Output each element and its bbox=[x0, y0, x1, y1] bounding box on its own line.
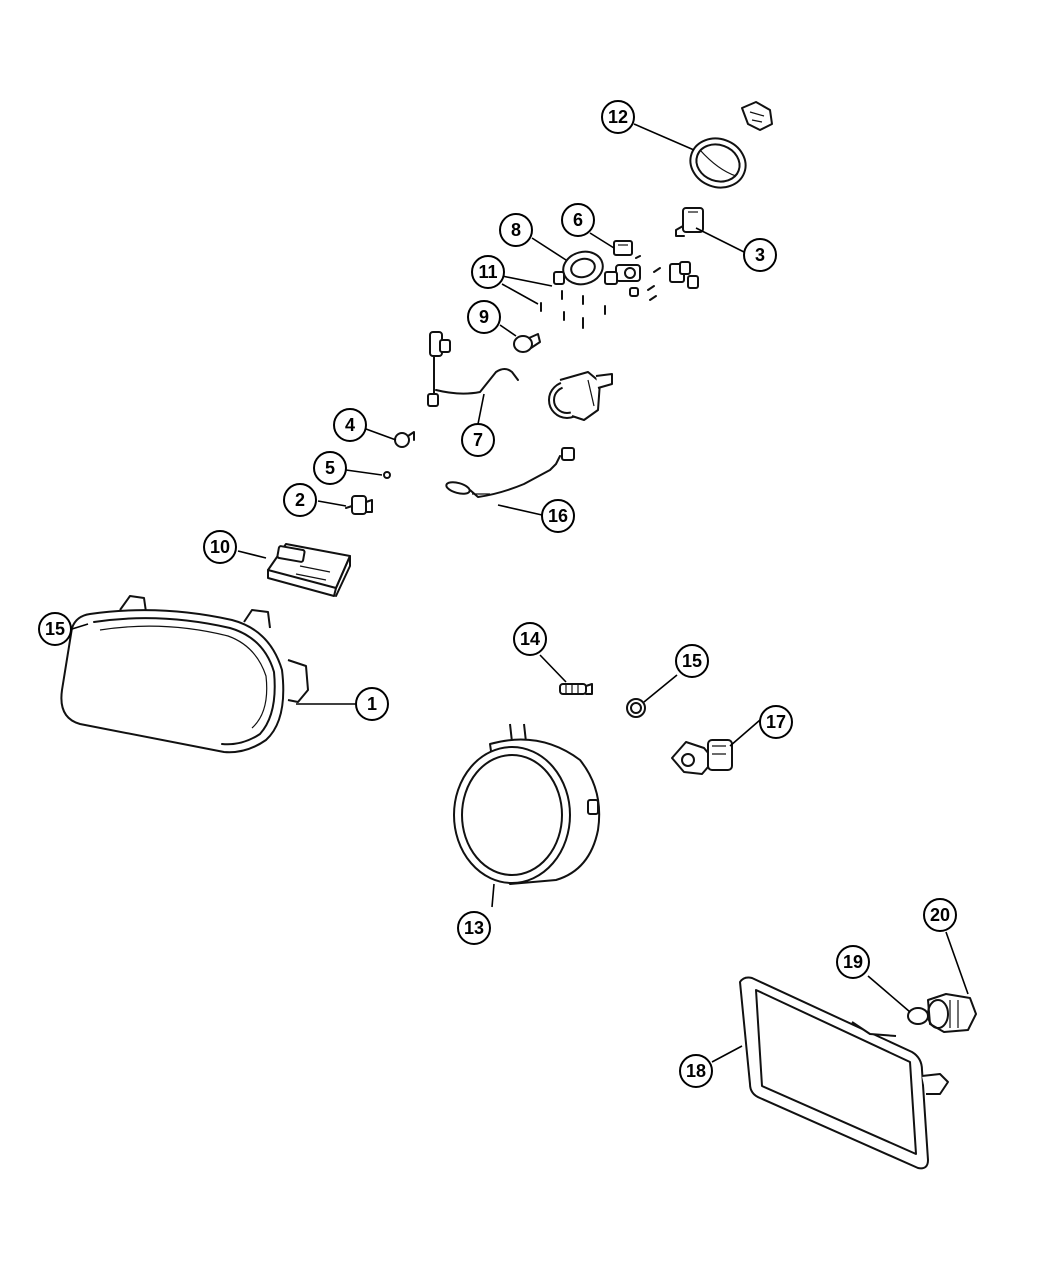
svg-text:20: 20 bbox=[930, 905, 950, 925]
part-15-grommet bbox=[626, 698, 646, 718]
callout-13: 13 bbox=[457, 911, 491, 945]
part-10-ballast bbox=[267, 543, 351, 597]
callout-5: 5 bbox=[313, 451, 347, 485]
svg-text:10: 10 bbox=[210, 537, 230, 557]
callout-16: 16 bbox=[541, 499, 575, 533]
part-11-screws bbox=[540, 290, 606, 329]
callout-18: 18 bbox=[679, 1054, 713, 1088]
callout-3: 3 bbox=[743, 238, 777, 272]
svg-text:1: 1 bbox=[367, 694, 377, 714]
callout-4: 4 bbox=[333, 408, 367, 442]
part-16-wire bbox=[445, 447, 575, 498]
svg-text:13: 13 bbox=[464, 918, 484, 938]
svg-text:11: 11 bbox=[478, 262, 497, 282]
callout-9: 9 bbox=[467, 300, 501, 334]
callout-8: 8 bbox=[499, 213, 533, 247]
svg-text:8: 8 bbox=[511, 220, 521, 240]
svg-text:6: 6 bbox=[573, 210, 583, 230]
callout-15-left: 15 bbox=[38, 612, 72, 646]
part-18-marker-lens bbox=[739, 976, 949, 1170]
svg-text:16: 16 bbox=[548, 506, 568, 526]
svg-text:7: 7 bbox=[473, 430, 483, 450]
part-9-bulb bbox=[513, 333, 541, 353]
part-14-bulb bbox=[559, 683, 593, 695]
svg-text:15: 15 bbox=[682, 651, 702, 671]
part-1-headlamp bbox=[60, 595, 309, 754]
part-20-socket bbox=[927, 993, 977, 1033]
part-19-bulb bbox=[907, 1007, 929, 1025]
part-4-bulb bbox=[394, 431, 415, 448]
clip-part bbox=[741, 101, 773, 131]
callout-7: 7 bbox=[461, 423, 495, 457]
part-17-socket bbox=[671, 739, 733, 775]
svg-text:2: 2 bbox=[295, 490, 305, 510]
svg-text:14: 14 bbox=[520, 629, 540, 649]
part-5-ring bbox=[383, 471, 391, 479]
svg-text:15: 15 bbox=[45, 619, 65, 639]
callout-14: 14 bbox=[513, 622, 547, 656]
svg-text:3: 3 bbox=[755, 245, 765, 265]
callout-20: 20 bbox=[923, 898, 957, 932]
part-2-socket bbox=[345, 495, 373, 515]
leader-lines bbox=[71, 123, 969, 1063]
svg-text:12: 12 bbox=[608, 107, 628, 127]
callout-11: 11 bbox=[471, 255, 505, 289]
callout-1: 1 bbox=[355, 687, 389, 721]
svg-text:5: 5 bbox=[325, 458, 335, 478]
part-12-cover-ring bbox=[689, 137, 747, 189]
callout-12: 12 bbox=[601, 100, 635, 134]
svg-text:9: 9 bbox=[479, 307, 489, 327]
part-3-bulb bbox=[675, 207, 704, 237]
hardware-group bbox=[553, 255, 699, 301]
callout-2: 2 bbox=[283, 483, 317, 517]
svg-text:19: 19 bbox=[843, 952, 863, 972]
svg-text:4: 4 bbox=[345, 415, 355, 435]
part-7-harness bbox=[427, 331, 519, 407]
part-6-connector bbox=[604, 240, 641, 285]
projector-module bbox=[548, 371, 613, 421]
svg-text:17: 17 bbox=[766, 712, 786, 732]
callout-17: 17 bbox=[759, 705, 793, 739]
callout-6: 6 bbox=[561, 203, 595, 237]
part-13-fog-lamp bbox=[453, 723, 601, 885]
callout-15-right: 15 bbox=[675, 644, 709, 678]
callout-10: 10 bbox=[203, 530, 237, 564]
part-8-ring bbox=[562, 250, 604, 286]
svg-text:18: 18 bbox=[686, 1061, 706, 1081]
callout-19: 19 bbox=[836, 945, 870, 979]
